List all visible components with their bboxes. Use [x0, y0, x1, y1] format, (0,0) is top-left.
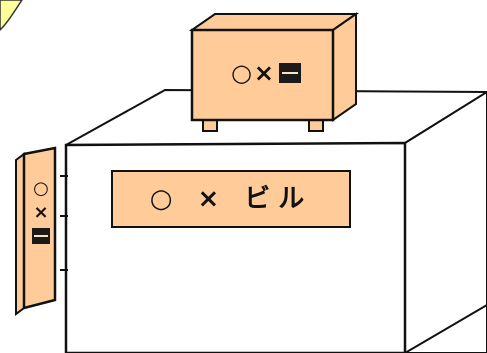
front-sign-text: ○ × ビル	[110, 169, 352, 229]
building-symbol-icon	[32, 228, 50, 244]
rooftop-sign-side	[333, 14, 356, 120]
rooftop-sign-top	[192, 14, 356, 30]
side-sign-label: ○ ×	[30, 180, 52, 244]
rooftop-sign-label: ○×	[196, 55, 336, 91]
building-symbol-icon	[279, 63, 301, 83]
side-sign-char-1: ○	[33, 180, 49, 198]
rooftop-sign-text: ○×	[231, 61, 276, 85]
side-sign-char-2: ×	[33, 204, 48, 222]
corner-shape	[0, 0, 22, 30]
